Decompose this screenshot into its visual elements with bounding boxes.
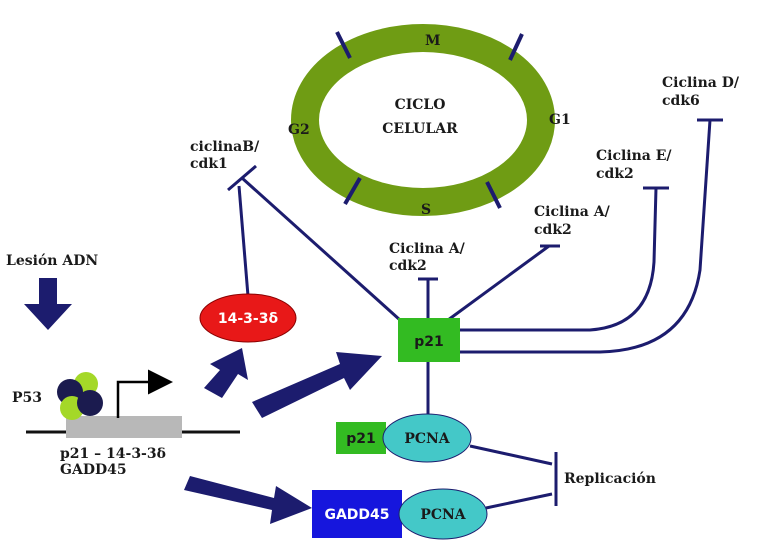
p21-to-cyclinb-line xyxy=(240,176,402,322)
gene-to-p21-arrow xyxy=(252,352,382,418)
p21-to-cycline-line xyxy=(460,187,658,332)
cyclina1-label-line1: Ciclina A/ xyxy=(389,241,466,257)
cycle-title-line2: CELULAR xyxy=(382,121,458,137)
cycle-marker xyxy=(485,181,502,209)
cycle-marker xyxy=(343,177,362,205)
gene-label-line2: GADD45 xyxy=(60,462,127,478)
cyclina2-label-line1: Ciclina A/ xyxy=(534,204,611,220)
p21-to-cyclina2-line xyxy=(447,244,550,322)
p21-small-box xyxy=(336,422,386,454)
cycle-marker xyxy=(508,33,524,61)
p53-subunit xyxy=(77,390,103,416)
cycle-title-line1: CICLO xyxy=(395,97,446,113)
p21-label: p21 xyxy=(414,334,444,350)
cyclin-labels: ciclinaB/ cdk1 Ciclina A/ cdk2 Ciclina A… xyxy=(190,75,740,274)
p21-node: p21 xyxy=(398,318,460,362)
gadd45-label: GADD45 xyxy=(324,507,389,523)
gene-label-line1: p21 – 14-3-3δ xyxy=(60,446,166,462)
lesion-label: Lesión ADN xyxy=(6,253,98,269)
pcna-1-label: PCNA xyxy=(404,431,450,447)
cyclina2-label-line2: cdk2 xyxy=(534,222,572,238)
cyclinb-inhibit-bar xyxy=(227,164,257,192)
phase-g1-label: G1 xyxy=(549,112,571,128)
inhibition-lines xyxy=(227,118,723,510)
protein-1433-shape xyxy=(199,293,297,343)
gadd45-box xyxy=(312,490,402,538)
1433-to-cyclinb-line xyxy=(237,185,250,297)
p21-to-cyclind-line xyxy=(460,119,712,354)
pcna-2-label: PCNA xyxy=(420,507,466,523)
cycle-marker xyxy=(335,31,352,59)
gene-to-1433-arrow xyxy=(204,348,248,398)
lesion-down-arrow xyxy=(24,278,72,330)
pcna-1-shape xyxy=(382,413,472,463)
cyclinb-label-line1: ciclinaB/ xyxy=(190,139,260,155)
transcription-start-arrow xyxy=(116,369,173,418)
protein-1433: 14-3-3δ xyxy=(199,293,297,343)
phase-g2-label: G2 xyxy=(288,122,310,138)
gene-to-gadd45-arrow xyxy=(184,476,312,524)
cell-cycle: M G1 S G2 CICLO CELULAR xyxy=(288,24,571,218)
cyclina1-label-line2: cdk2 xyxy=(389,258,427,274)
p21-small-label: p21 xyxy=(346,431,376,447)
replication-label: Replicación xyxy=(564,471,656,487)
gene-locus: p21 – 14-3-3δ GADD45 xyxy=(26,369,240,478)
phase-m-label: M xyxy=(425,33,441,49)
p21-pcna-complex: p21 PCNA xyxy=(336,413,472,463)
cyclinb-label-line2: cdk1 xyxy=(190,156,228,172)
cell-cycle-ring xyxy=(291,24,555,216)
pcna-2-shape xyxy=(398,488,488,540)
gene-box xyxy=(66,416,182,438)
phase-s-label: S xyxy=(421,202,431,218)
protein-1433-label: 14-3-3δ xyxy=(218,311,279,327)
pcna2-to-replication-line xyxy=(485,492,553,510)
pcna1-to-replication-line xyxy=(469,444,553,466)
cyclind-label-line2: cdk6 xyxy=(662,93,700,109)
p21-box xyxy=(398,318,460,362)
gadd45-pcna-complex: GADD45 PCNA xyxy=(312,488,488,540)
cycline-label-line1: Ciclina E/ xyxy=(596,148,672,164)
p53-complex: P53 xyxy=(12,372,103,420)
cycline-label-line2: cdk2 xyxy=(596,166,634,182)
activation-arrows xyxy=(24,278,382,524)
cyclind-label-line1: Ciclina D/ xyxy=(662,75,740,91)
p53-label: P53 xyxy=(12,390,42,406)
